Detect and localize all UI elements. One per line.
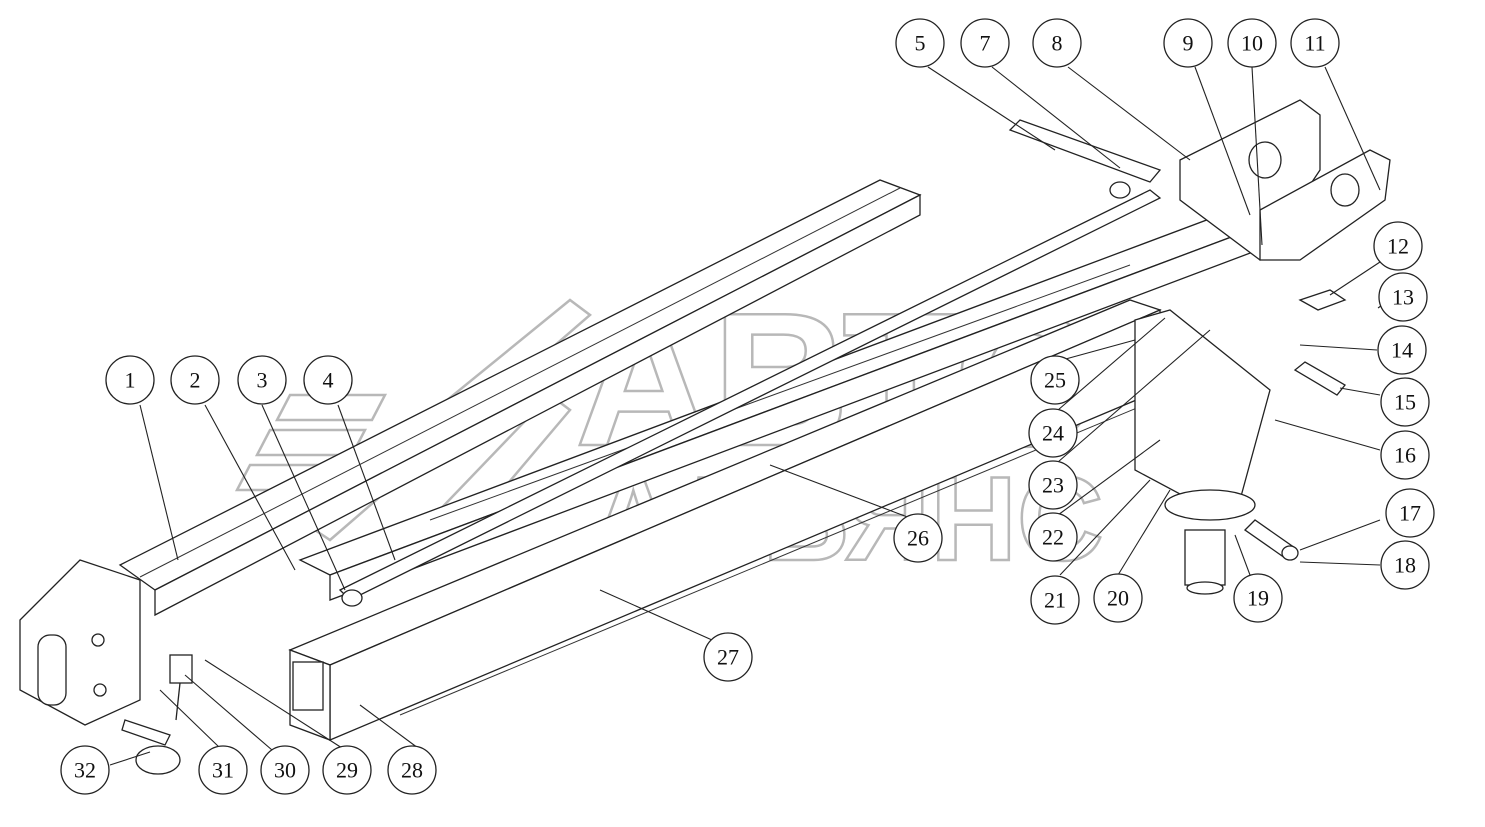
callout-4: 4 <box>303 355 353 405</box>
callout-27: 27 <box>703 632 753 682</box>
svg-text:24: 24 <box>1042 421 1064 446</box>
callout-12: 12 <box>1373 221 1423 271</box>
callout-31: 31 <box>198 745 248 795</box>
svg-text:12: 12 <box>1387 234 1409 259</box>
svg-text:14: 14 <box>1391 338 1413 363</box>
svg-text:8: 8 <box>1052 31 1063 56</box>
svg-text:11: 11 <box>1304 31 1325 56</box>
svg-text:30: 30 <box>274 758 296 783</box>
svg-text:22: 22 <box>1042 525 1064 550</box>
svg-text:23: 23 <box>1042 473 1064 498</box>
pins-right <box>1243 289 1347 561</box>
callout-2: 2 <box>170 355 220 405</box>
svg-text:26: 26 <box>907 526 929 551</box>
callout-15: 15 <box>1380 377 1430 427</box>
callout-24: 24 <box>1028 408 1078 458</box>
callout-5: 5 <box>895 18 945 68</box>
callouts: 1 2 3 4 5 7 8 9 10 11 12 13 14 15 16 17 … <box>60 18 1435 795</box>
callout-29: 29 <box>322 745 372 795</box>
callout-22: 22 <box>1028 512 1078 562</box>
boom-section-upper <box>118 179 922 617</box>
svg-text:3: 3 <box>257 368 268 393</box>
svg-text:9: 9 <box>1183 31 1194 56</box>
svg-text:17: 17 <box>1399 501 1421 526</box>
svg-text:16: 16 <box>1394 443 1416 468</box>
callout-16: 16 <box>1380 430 1430 480</box>
svg-text:15: 15 <box>1394 390 1416 415</box>
svg-text:18: 18 <box>1394 553 1416 578</box>
callout-19: 19 <box>1233 573 1283 623</box>
callout-8: 8 <box>1032 18 1082 68</box>
svg-text:31: 31 <box>212 758 234 783</box>
svg-text:4: 4 <box>323 368 334 393</box>
callout-7: 7 <box>960 18 1010 68</box>
callout-30: 30 <box>260 745 310 795</box>
callout-18: 18 <box>1380 540 1430 590</box>
callout-1: 1 <box>105 355 155 405</box>
svg-text:2: 2 <box>190 368 201 393</box>
rotator-housing <box>1134 309 1271 595</box>
callout-21: 21 <box>1030 575 1080 625</box>
svg-text:21: 21 <box>1044 588 1066 613</box>
callout-28: 28 <box>387 745 437 795</box>
svg-text:19: 19 <box>1247 586 1269 611</box>
svg-text:28: 28 <box>401 758 423 783</box>
svg-text:10: 10 <box>1241 31 1263 56</box>
callout-20: 20 <box>1093 573 1143 623</box>
svg-text:29: 29 <box>336 758 358 783</box>
callout-25: 25 <box>1030 355 1080 405</box>
end-bracket <box>19 559 141 726</box>
hydraulic-cylinder <box>338 119 1162 607</box>
callout-3: 3 <box>237 355 287 405</box>
callout-10: 10 <box>1227 18 1277 68</box>
svg-text:25: 25 <box>1044 368 1066 393</box>
svg-text:13: 13 <box>1392 285 1414 310</box>
head-assembly <box>1179 99 1391 261</box>
callout-11: 11 <box>1290 18 1340 68</box>
callout-9: 9 <box>1163 18 1213 68</box>
callout-17: 17 <box>1385 488 1435 538</box>
leader-lines <box>109 66 1386 766</box>
svg-text:1: 1 <box>125 368 136 393</box>
callout-23: 23 <box>1028 460 1078 510</box>
callout-26: 26 <box>893 513 943 563</box>
svg-text:32: 32 <box>74 758 96 783</box>
callout-13: 13 <box>1378 272 1428 322</box>
svg-text:27: 27 <box>717 645 739 670</box>
svg-text:5: 5 <box>915 31 926 56</box>
svg-text:7: 7 <box>980 31 991 56</box>
callout-32: 32 <box>60 745 110 795</box>
svg-text:20: 20 <box>1107 586 1129 611</box>
callout-14: 14 <box>1377 325 1427 375</box>
